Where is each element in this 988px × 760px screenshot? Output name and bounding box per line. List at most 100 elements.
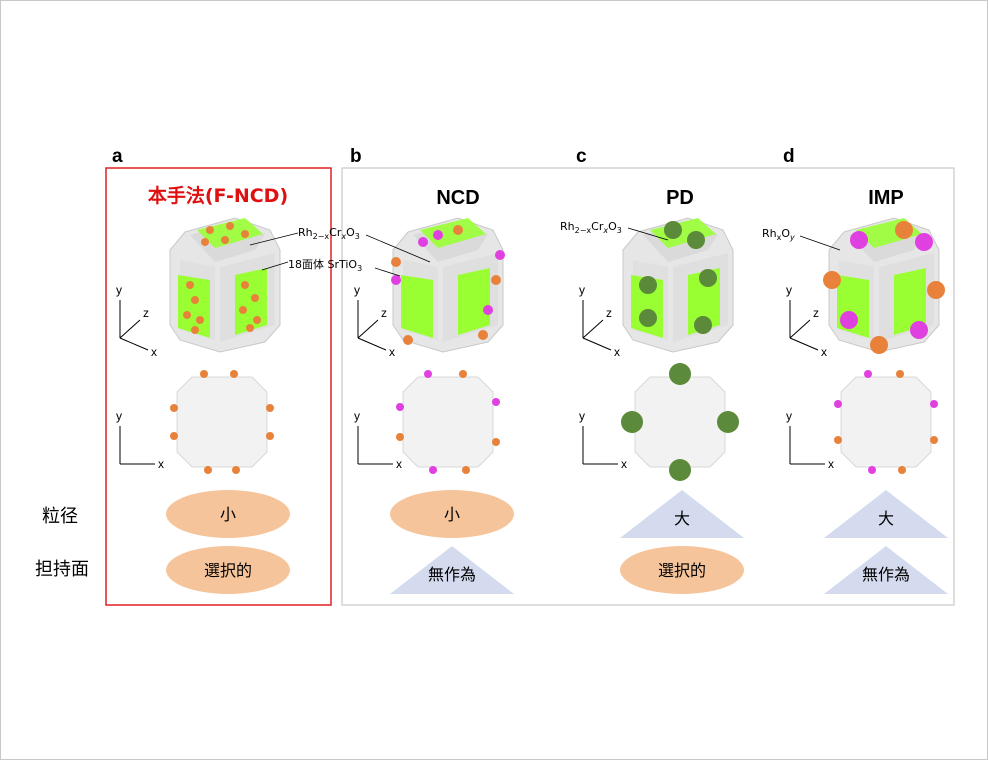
- particles-c: [639, 221, 717, 334]
- cross-section-a: [170, 370, 274, 474]
- section-particle: [170, 432, 178, 440]
- supported-particle: [246, 324, 254, 332]
- section-particle: [864, 370, 872, 378]
- panel-letter-c: c: [576, 146, 587, 167]
- section-particle: [429, 466, 437, 474]
- annotation-rh2xcrxo3-c: Rh2−xCrxO3: [560, 220, 669, 241]
- axis-2d: yx: [116, 409, 164, 471]
- supported-particle: [687, 231, 705, 249]
- supported-particle: [191, 296, 199, 304]
- supported-particle: [226, 222, 234, 230]
- supported-particle: [391, 257, 401, 267]
- section-particle: [898, 466, 906, 474]
- svg-text:z: z: [813, 306, 819, 320]
- svg-text:x: x: [614, 345, 620, 359]
- supported-particle: [201, 238, 209, 246]
- section-particle: [230, 370, 238, 378]
- cross-section-d: [834, 370, 938, 474]
- section-particle: [930, 436, 938, 444]
- axis-2d: yx: [579, 409, 627, 471]
- svg-text:z: z: [143, 306, 149, 320]
- section-particle: [492, 438, 500, 446]
- row-label-surface: 担持面: [35, 559, 89, 580]
- section-particle: [930, 400, 938, 408]
- section-particle: [896, 370, 904, 378]
- panel-letter-b: b: [350, 146, 362, 167]
- svg-text:小: 小: [220, 505, 236, 524]
- svg-text:y: y: [579, 283, 585, 297]
- section-particles-c: [621, 363, 739, 481]
- axis-3d: yxz: [354, 283, 395, 359]
- section-particle: [396, 433, 404, 441]
- supported-particle: [491, 275, 501, 285]
- supported-particle: [221, 236, 229, 244]
- svg-text:x: x: [158, 457, 164, 471]
- surface-cell-c: 選択的: [620, 546, 744, 594]
- supported-particle: [241, 281, 249, 289]
- surface-cell-b: 無作為: [390, 546, 514, 594]
- supported-particle: [453, 225, 463, 235]
- svg-text:Rh2−xCrxO3: Rh2−xCrxO3: [298, 226, 360, 241]
- supported-particle: [191, 326, 199, 334]
- supported-particle: [850, 231, 868, 249]
- supported-particle: [391, 275, 401, 285]
- panel-letter-d: d: [783, 146, 795, 167]
- crystal-3d-b: [391, 217, 505, 353]
- supported-particle: [915, 233, 933, 251]
- supported-particle: [823, 271, 841, 289]
- panel-letter-a: a: [112, 146, 123, 167]
- particles-d: [823, 221, 945, 354]
- supported-particle: [196, 316, 204, 324]
- supported-particle: [840, 311, 858, 329]
- annotation-rh2xcrxo3-a: Rh2−xCrxO3: [249, 226, 431, 263]
- supported-particle: [241, 230, 249, 238]
- svg-text:無作為: 無作為: [862, 565, 910, 584]
- panel-d-title: IMP: [868, 187, 904, 209]
- svg-text:大: 大: [878, 509, 894, 528]
- supported-particle: [183, 311, 191, 319]
- svg-text:大: 大: [674, 509, 690, 528]
- section-particle: [204, 466, 212, 474]
- svg-text:y: y: [354, 409, 360, 423]
- section-particle: [266, 432, 274, 440]
- supported-particle: [495, 250, 505, 260]
- svg-text:x: x: [828, 457, 834, 471]
- section-particle: [170, 404, 178, 412]
- svg-text:x: x: [621, 457, 627, 471]
- section-particle: [424, 370, 432, 378]
- svg-text:x: x: [821, 345, 827, 359]
- supported-particle: [478, 330, 488, 340]
- section-particle: [834, 400, 842, 408]
- size-cell-c: 大: [620, 490, 744, 538]
- svg-text:y: y: [579, 409, 585, 423]
- supported-particle: [694, 316, 712, 334]
- particles-a: [183, 222, 261, 334]
- supported-particle: [206, 226, 214, 234]
- supported-particle: [895, 221, 913, 239]
- row-label-size: 粒径: [42, 506, 78, 527]
- section-particle: [462, 466, 470, 474]
- size-cell-b: 小: [390, 490, 514, 538]
- section-particles-b: [396, 370, 500, 474]
- crystal-3d-a: [169, 217, 281, 353]
- section-particle: [669, 459, 691, 481]
- svg-text:z: z: [381, 306, 387, 320]
- panel-b-title: NCD: [436, 187, 479, 209]
- section-particle: [834, 436, 842, 444]
- supported-particle: [870, 336, 888, 354]
- supported-particle: [403, 335, 413, 345]
- cross-section-b: [396, 370, 500, 474]
- svg-text:選択的: 選択的: [204, 561, 252, 580]
- axis-3d: yxz: [116, 283, 157, 359]
- axis-2d: yx: [786, 409, 834, 471]
- supported-particle: [639, 309, 657, 327]
- panel-c-title: PD: [666, 187, 694, 209]
- annotation-rhxoy-d: RhxOy: [762, 227, 841, 251]
- axis-3d: yxz: [579, 283, 620, 359]
- section-particle: [492, 398, 500, 406]
- axis-3d: yxz: [786, 283, 827, 359]
- supported-particle: [433, 230, 443, 240]
